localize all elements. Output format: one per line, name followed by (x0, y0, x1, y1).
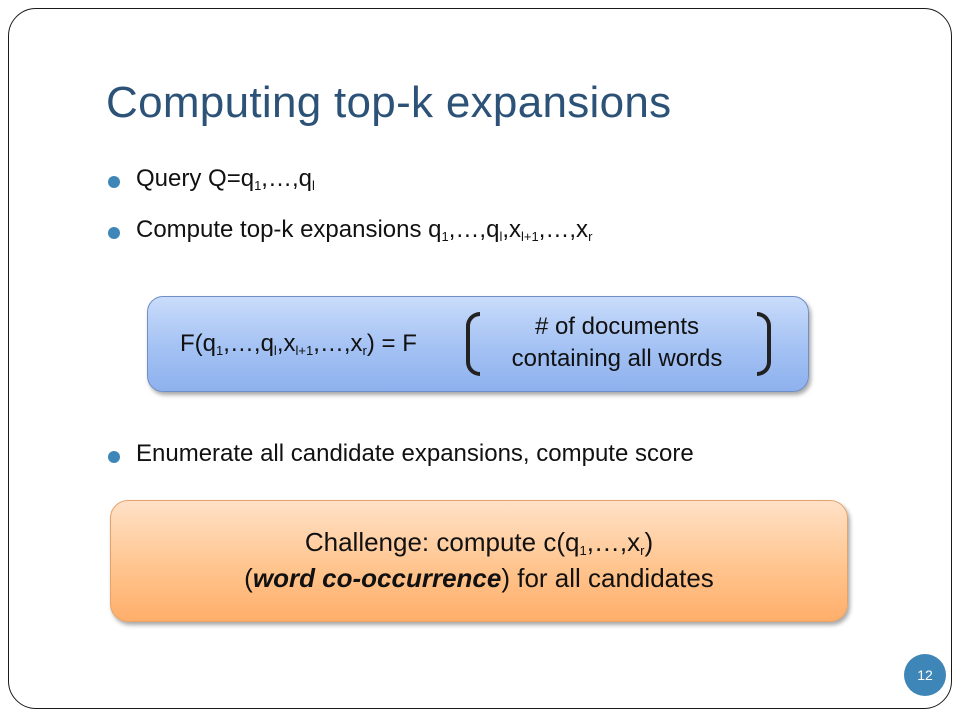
challenge-text: Challenge: compute c(q1,…,xr) (word co-o… (110, 524, 848, 596)
challenge-line-1: Challenge: compute c(q1,…,xr) (304, 527, 654, 558)
bullet-compute: Compute top-k expansions q1,…,ql,xl+1,…,… (108, 216, 592, 244)
bullet-text: Compute top-k expansions q1,…,ql,xl+1,…,… (136, 216, 593, 244)
bullet-text: Enumerate all candidate expansions, comp… (136, 440, 694, 467)
formula-line-2: containing all words (511, 345, 723, 372)
right-bracket-icon (757, 312, 771, 376)
formula-lhs: F(q1,…,ql,xl+1,…,xr) = F (180, 330, 417, 358)
bullet-query: Query Q=q1,…,ql (108, 165, 315, 193)
slide-frame (8, 8, 952, 709)
page-number-badge: 12 (904, 654, 946, 696)
slide-title: Computing top-k expansions (106, 78, 672, 127)
bullet-text: Query Q=q1,…,ql (136, 165, 315, 193)
formula-line-1: # of documents (534, 313, 700, 340)
bullet-dot-icon (108, 176, 120, 188)
bullet-dot-icon (108, 227, 120, 239)
left-bracket-icon (466, 312, 480, 376)
challenge-box (110, 500, 848, 622)
bullet-enumerate: Enumerate all candidate expansions, comp… (108, 440, 694, 468)
challenge-line-2: (word co-occurrence) for all candidates (244, 563, 714, 593)
bullet-dot-icon (108, 451, 120, 463)
formula-argument: # of documents containing all words (484, 311, 750, 375)
